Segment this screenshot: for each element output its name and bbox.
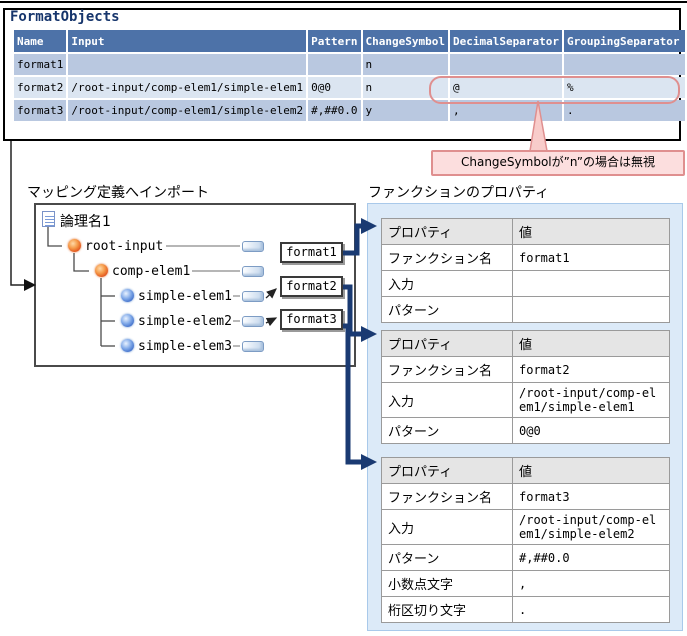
cell-changesymbol: n — [362, 77, 448, 98]
tree-node-simple-elem1: simple-elem1 — [138, 289, 232, 304]
cell-groupingseparator — [563, 54, 685, 75]
property-name: 桁区切り文字 — [381, 596, 513, 623]
cell-input: /root-input/comp-elem1/simple-elem2 — [68, 100, 307, 121]
property-name: パターン — [381, 296, 513, 323]
mapping-handle-icon — [242, 291, 264, 302]
property-value: 0@0 — [512, 417, 670, 444]
format2-box: format2 — [280, 276, 343, 297]
cell-input: /root-input/comp-elem1/simple-elem1 — [68, 77, 307, 98]
property-value: /root-input/comp-elem1/simple-elem1 — [512, 382, 670, 418]
property-value: . — [512, 596, 670, 623]
cell-changesymbol: n — [362, 54, 448, 75]
function-section-label: ファンクションのプロパティ — [368, 185, 550, 201]
col-header-decimalseparator: DecimalSeparator — [450, 30, 562, 52]
table-to-tree-connector — [10, 141, 24, 286]
cell-groupingseparator: . — [563, 100, 685, 121]
cell-groupingseparator: % — [563, 77, 685, 98]
mapping-handle-icon — [242, 241, 264, 252]
value-header: 値 — [512, 330, 670, 357]
cell-changesymbol: y — [362, 100, 448, 121]
property-value: , — [512, 570, 670, 597]
element-node-icon — [121, 314, 134, 327]
mapping-handle-icon — [242, 341, 264, 352]
cell-decimalseparator — [450, 54, 562, 75]
table-row-format3: format3 /root-input/comp-elem1/simple-el… — [14, 100, 685, 121]
format-objects-header-row: Name Input Pattern ChangeSymbol DecimalS… — [14, 30, 685, 52]
property-name: ファンクション名 — [381, 356, 513, 383]
col-header-name: Name — [14, 30, 67, 52]
col-header-changesymbol: ChangeSymbol — [362, 30, 448, 52]
tree-node-simple-elem3: simple-elem3 — [138, 339, 232, 354]
property-value: #,##0.0 — [512, 544, 670, 571]
format3-box: format3 — [280, 309, 343, 330]
value-header: 値 — [512, 457, 670, 484]
top-border-line — [0, 1, 687, 3]
cell-pattern: #,##0.0 — [308, 100, 361, 121]
cell-pattern: 0@0 — [308, 77, 361, 98]
property-value — [512, 296, 670, 323]
property-table-format1: プロパティ 値 ファンクション名 format1 入力 パターン — [381, 218, 670, 323]
tree-node-comp-elem1: comp-elem1 — [112, 264, 191, 279]
property-table-format3: プロパティ 値 ファンクション名 format3 入力 /root-input/… — [381, 457, 670, 623]
mapping-section-label: マッピング定義へインポート — [27, 185, 209, 201]
property-table-format2: プロパティ 値 ファンクション名 format2 入力 /root-input/… — [381, 330, 670, 444]
element-node-icon — [68, 239, 81, 252]
cell-input — [68, 54, 307, 75]
col-header-pattern: Pattern — [308, 30, 361, 52]
property-name: パターン — [381, 544, 513, 571]
cell-name: format1 — [14, 54, 67, 75]
property-value — [512, 270, 670, 297]
property-name: 小数点文字 — [381, 570, 513, 597]
property-name: 入力 — [381, 270, 513, 297]
element-node-icon — [121, 289, 134, 302]
tree-root-label: 論理名1 — [60, 214, 111, 230]
col-header-input: Input — [68, 30, 307, 52]
property-name: ファンクション名 — [381, 483, 513, 510]
tree-node-simple-elem2: simple-elem2 — [138, 314, 232, 329]
cell-decimalseparator: , — [450, 100, 562, 121]
property-name: 入力 — [381, 382, 513, 418]
cell-pattern — [308, 54, 361, 75]
element-node-icon — [121, 339, 134, 352]
property-header: プロパティ — [381, 457, 513, 484]
format1-box: format1 — [280, 242, 343, 263]
format-objects-title: FormatObjects — [10, 9, 120, 25]
cell-decimalseparator: @ — [450, 77, 562, 98]
property-name: パターン — [381, 417, 513, 444]
cell-name: format2 — [14, 77, 67, 98]
mapping-handle-icon — [242, 266, 264, 277]
property-name: 入力 — [381, 509, 513, 545]
cell-name: format3 — [14, 100, 67, 121]
property-value: /root-input/comp-elem1/simple-elem2 — [512, 509, 670, 545]
property-value: format1 — [512, 244, 670, 271]
property-header: プロパティ — [381, 330, 513, 357]
col-header-groupingseparator: GroupingSeparator — [563, 30, 685, 52]
mapping-handle-icon — [242, 316, 264, 327]
property-value: format3 — [512, 483, 670, 510]
table-row-format1: format1 n — [14, 54, 685, 75]
document-icon — [42, 211, 55, 227]
format-objects-table: Name Input Pattern ChangeSymbol DecimalS… — [12, 28, 687, 123]
property-value: format2 — [512, 356, 670, 383]
element-node-icon — [95, 264, 108, 277]
changesymbol-callout: ChangeSymbolが”n”の場合は無視 — [431, 150, 685, 176]
property-name: ファンクション名 — [381, 244, 513, 271]
tree-node-root-input: root-input — [85, 239, 164, 254]
value-header: 値 — [512, 218, 670, 245]
property-header: プロパティ — [381, 218, 513, 245]
table-row-format2: format2 /root-input/comp-elem1/simple-el… — [14, 77, 685, 98]
